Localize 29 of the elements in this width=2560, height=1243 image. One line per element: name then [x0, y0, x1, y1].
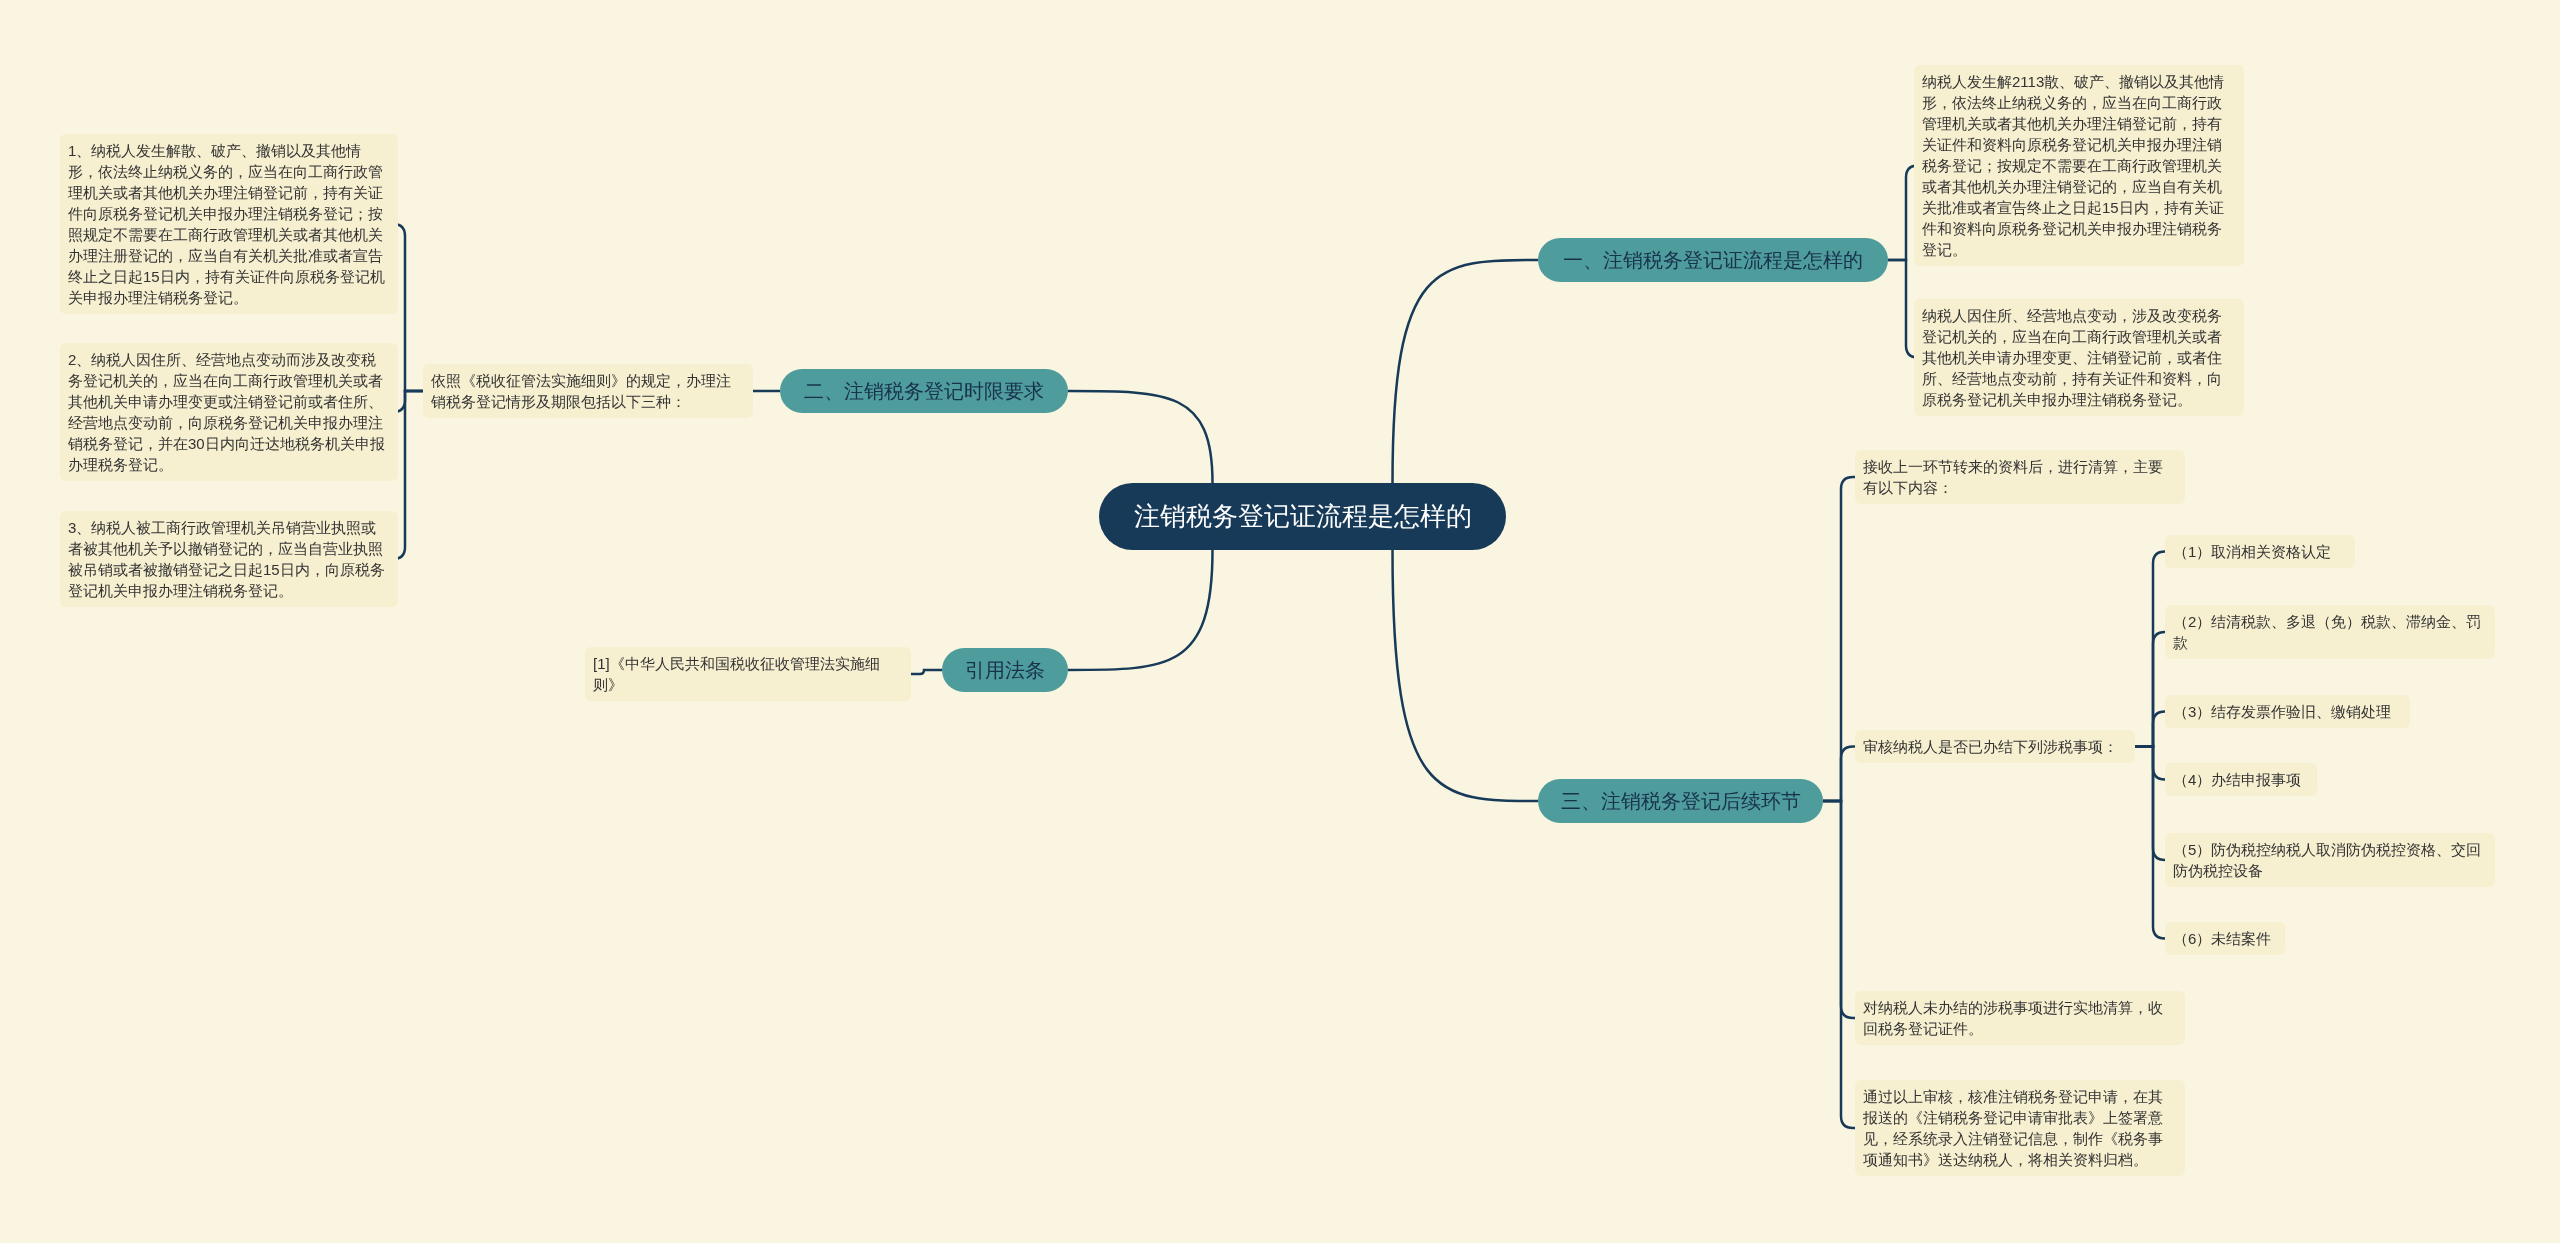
- connector-line: [1068, 549, 1214, 672]
- note-box: （6）未结案件: [2165, 922, 2285, 955]
- connector-line: [911, 668, 942, 676]
- connector-line: [1068, 389, 1214, 484]
- note-box: 纳税人因住所、经营地点变动，涉及改变税务登记机关的，应当在向工商行政管理机关或者其他机关申请办理变更、注销登记前，或者住所、经营地点变动前，持有关证件和资料，向原税务登记机关申报办理注销税务登记。: [1914, 299, 2244, 416]
- note-box: 接收上一环节转来的资料后，进行清算，主要有以下内容：: [1855, 450, 2185, 504]
- connector-line: [2135, 745, 2167, 940]
- note-box: 2、纳税人因住所、经营地点变动而涉及改变税务登记机关的，应当在向工商行政管理机关或者其他机关申请办理变更或注销登记前或者住所、经营地点变动前，向原税务登记机关申报办理注销税务登记，并在30日内向迁达地税务机关申报办理税务登记。: [60, 343, 398, 481]
- note-box: （3）结存发票作验旧、缴销处理: [2165, 695, 2410, 728]
- topic-box: 三、注销税务登记后续环节: [1538, 779, 1823, 823]
- note-box: （2）结清税款、多退（免）税款、滞纳金、罚款: [2165, 605, 2495, 659]
- connector-line: [1391, 258, 1538, 484]
- central-topic: 注销税务登记证流程是怎样的: [1099, 483, 1506, 551]
- note-box: 依照《税收征管法实施细则》的规定，办理注销税务登记情形及期限包括以下三种：: [423, 364, 753, 418]
- connector-line: [1391, 549, 1538, 803]
- note-box: 对纳税人未办结的涉税事项进行实地清算，收回税务登记证件。: [1855, 991, 2185, 1045]
- topic-box: 一、注销税务登记证流程是怎样的: [1538, 238, 1888, 282]
- note-box: [1]《中华人民共和国税收征收管理法实施细则》: [585, 647, 911, 701]
- note-box: （1）取消相关资格认定: [2165, 535, 2355, 568]
- connector-line: [753, 389, 780, 393]
- note-box: 通过以上审核，核准注销税务登记申请，在其报送的《注销税务登记申请审批表》上签署意见，经系统录入注销登记信息，制作《税务事项通知书》送达纳税人，将相关资料归档。: [1855, 1080, 2185, 1176]
- note-box: （4）办结申报事项: [2165, 763, 2317, 796]
- note-box: 1、纳税人发生解散、破产、撤销以及其他情形，依法终止纳税义务的，应当在向工商行政管理机关或者其他机关办理注销登记前，持有关证件向原税务登记机关申报办理注销税务登记；按照规定不需要在工商行政管理机关或者其他机关办理注册登记的，应当自有关机关批准或者宣告终止之日起15日内，持有关证件向原税务登记机关申报办理注销税务登记。: [60, 134, 398, 314]
- note-box: 3、纳税人被工商行政管理机关吊销营业执照或者被其他机关予以撤销登记的，应当自营业执照被吊销或者被撤销登记之日起15日内，向原税务登记机关申报办理注销税务登记。: [60, 511, 398, 607]
- note-box: （5）防伪税控纳税人取消防伪税控资格、交回防伪税控设备: [2165, 833, 2495, 887]
- note-box: 纳税人发生解2113散、破产、撤销以及其他情形，依法终止纳税义务的，应当在向工商行政管理机关或者其他机关办理注销登记前，持有关证件和资料向原税务登记机关申报办理注销税务登记；按规定不需要在工商行政管理机关或者其他机关办理注销登记的，应当自有关机关批准或者宣告终止之日起15日内，持有关证件和资料向原税务登记机关申报办理注销税务登记。: [1914, 65, 2244, 266]
- topic-box: 二、注销税务登记时限要求: [780, 369, 1068, 413]
- note-box: 审核纳税人是否已办结下列涉税事项：: [1855, 730, 2135, 763]
- topic-box: 引用法条: [942, 648, 1068, 692]
